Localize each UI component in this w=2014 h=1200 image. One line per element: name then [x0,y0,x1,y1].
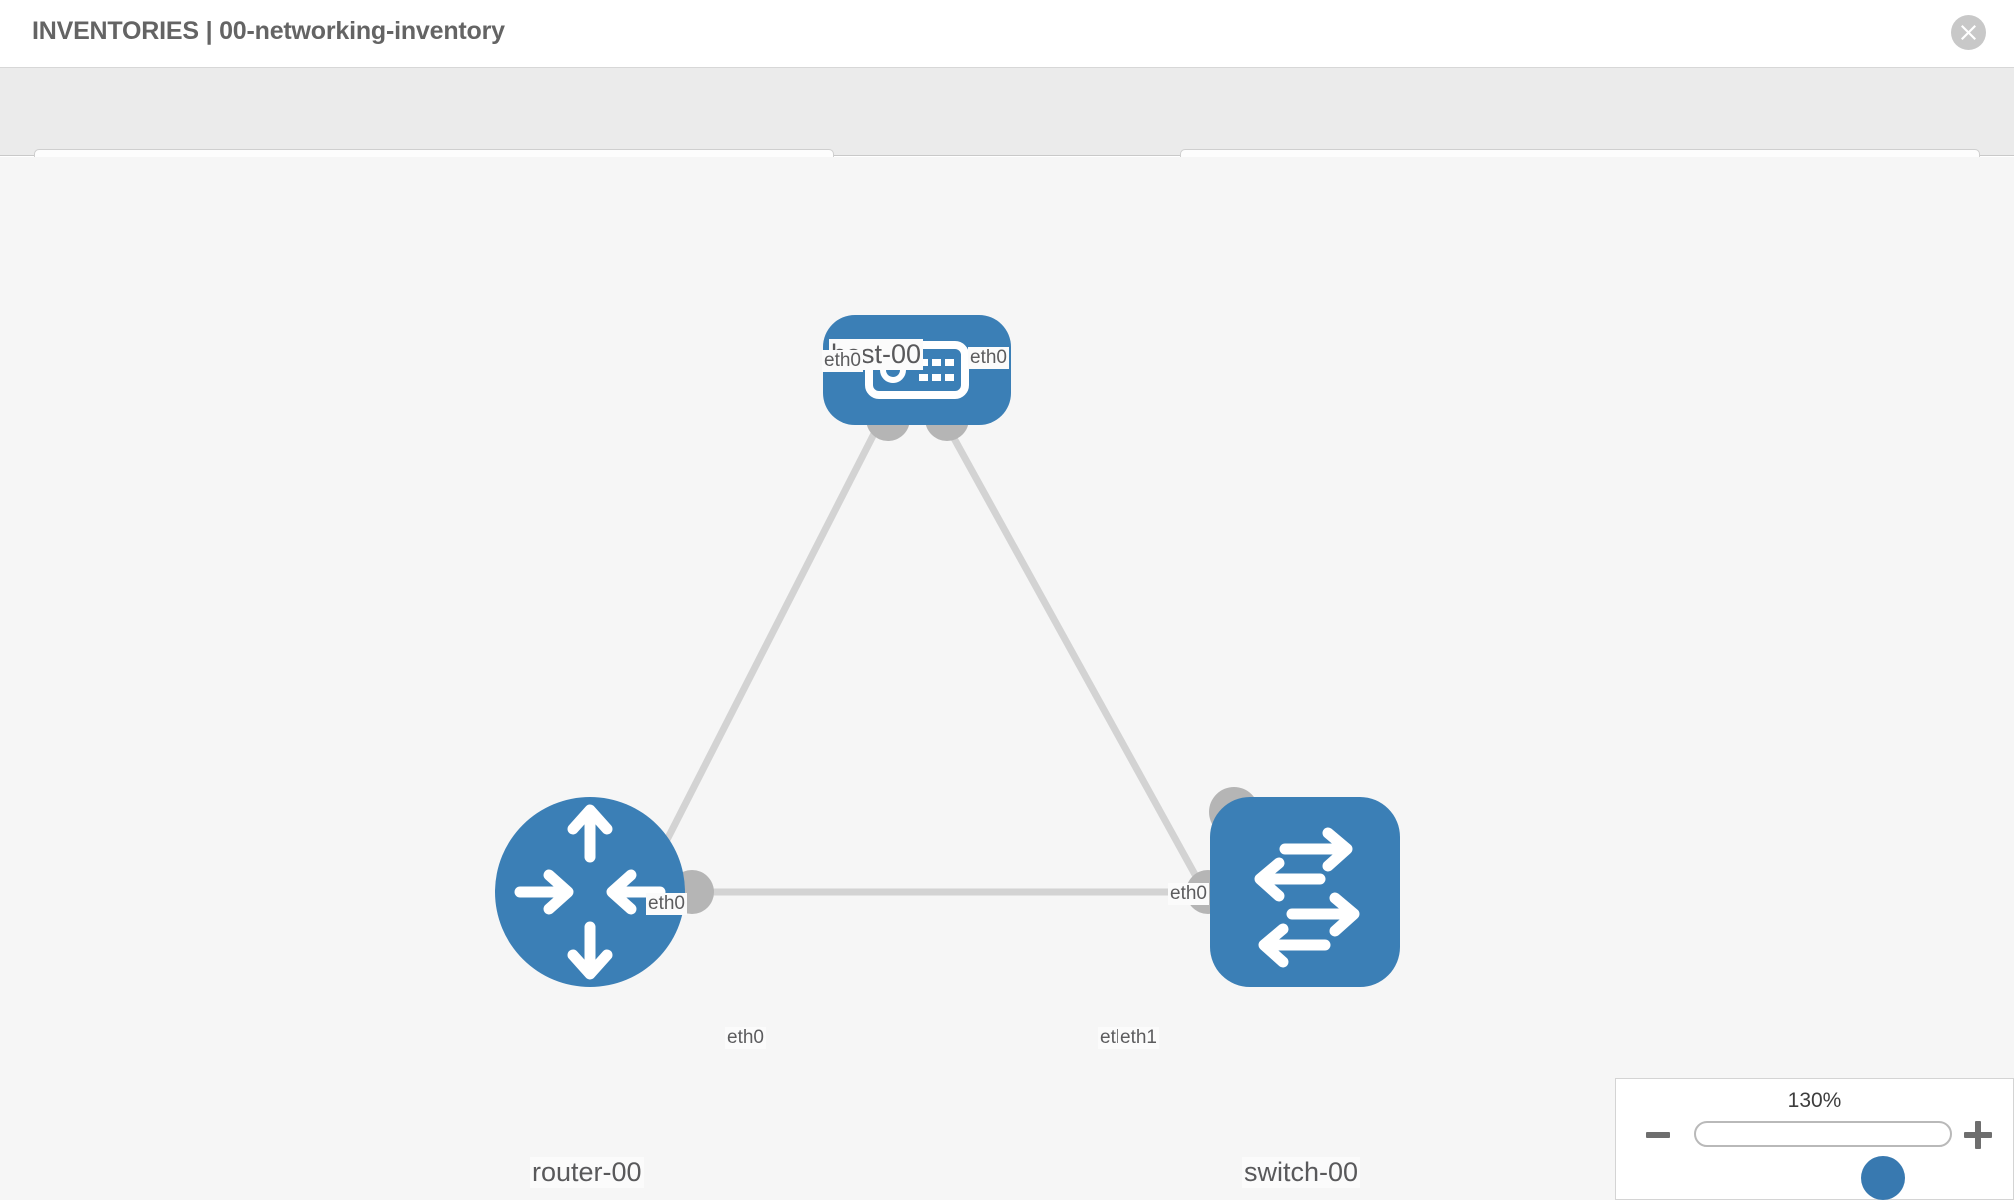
zoom-in-button[interactable] [1964,1121,1992,1149]
topology-canvas[interactable]: host-00 router-00 switch-00 eth0 eth0 et… [0,157,2014,1200]
zoom-out-button[interactable] [1646,1132,1670,1138]
close-icon[interactable] [1951,15,1986,50]
iface-label-host-right: eth0 [968,347,1009,369]
iface-label-switch-upper: eth0 [1168,883,1209,905]
zoom-slider-thumb[interactable] [1861,1156,1905,1200]
topology-links [616,420,1239,949]
iface-label-router-upper: eth0 [646,893,687,915]
node-switch-00 [1210,797,1400,987]
node-router-00 [495,797,685,987]
node-label-switch-00: switch-00 [1242,1157,1361,1188]
zoom-percent-label: 130% [1787,1089,1842,1112]
iface-label-host-left: eth0 [822,350,863,372]
router-arrows-icon [514,804,666,980]
node-label-router-00: router-00 [530,1157,644,1188]
iface-label-router-right: eth0 [725,1027,766,1049]
zoom-control[interactable]: 130% [1615,1078,2014,1200]
zoom-slider-track[interactable] [1694,1121,1952,1200]
iface-label-switch-left: eth1 [1118,1027,1159,1049]
link-host-switch [941,420,1239,949]
toolbar: ACTIONS SEARCH [0,68,2014,199]
page-title: INVENTORIES | 00-networking-inventory [32,17,505,45]
switch-arrows-icon [1254,827,1360,968]
page-header: INVENTORIES | 00-networking-inventory [0,0,2014,68]
